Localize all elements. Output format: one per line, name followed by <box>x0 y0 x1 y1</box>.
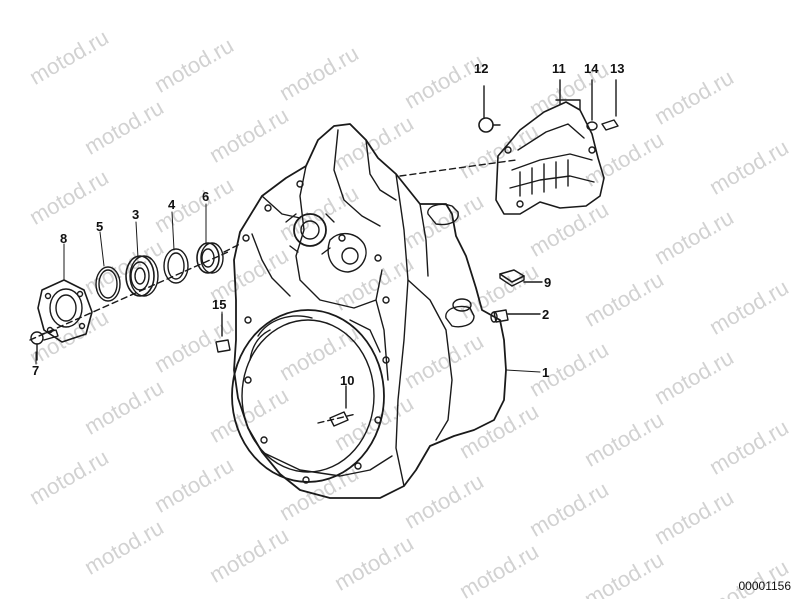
bolt-part-13 <box>601 79 619 131</box>
flange-part-8 <box>37 279 93 343</box>
callout-9: 9 <box>544 275 552 290</box>
seal-stack <box>29 242 229 361</box>
callout-8: 8 <box>60 231 68 246</box>
cover-plate-part-11 <box>495 79 605 215</box>
callout-11: 11 <box>552 61 566 76</box>
ring-part-5 <box>95 266 121 302</box>
callout-1: 1 <box>542 365 550 380</box>
leader-lines <box>35 203 541 391</box>
callout-2: 2 <box>542 307 550 322</box>
callout-14: 14 <box>584 61 599 76</box>
bearing-part-3 <box>125 255 159 297</box>
sleeve-part-2 <box>490 309 541 323</box>
bolt-part-12 <box>478 85 501 133</box>
washer-part-14 <box>586 79 598 131</box>
callout-10: 10 <box>340 373 355 388</box>
callout-4: 4 <box>168 197 176 212</box>
callout-15: 15 <box>212 297 227 312</box>
circlip-part-4 <box>163 248 189 284</box>
diagram-code: 00001156 <box>738 579 792 593</box>
callout-12: 12 <box>474 61 489 76</box>
housing-part-1 <box>223 123 517 499</box>
pin-part-15 <box>215 313 231 353</box>
callout-3: 3 <box>132 207 140 222</box>
callout-13: 13 <box>610 61 625 76</box>
screw-part-7 <box>30 329 59 361</box>
seal-part-6 <box>196 242 224 274</box>
callout-6: 6 <box>202 189 210 204</box>
callout-7: 7 <box>32 363 40 378</box>
pad-part-9 <box>499 269 543 287</box>
callout-5: 5 <box>96 219 104 234</box>
